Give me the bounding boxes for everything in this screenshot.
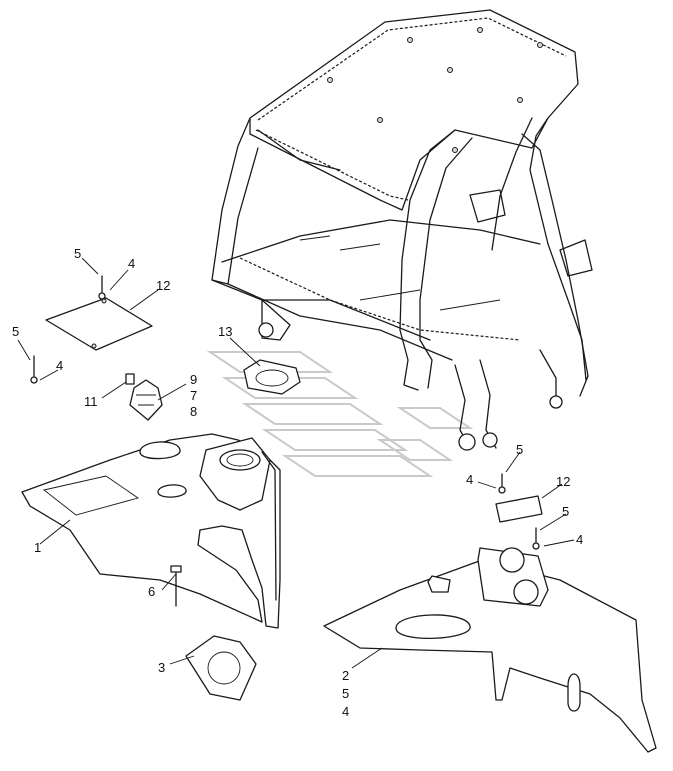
callout-5: 5 [74, 246, 81, 261]
callout-6: 6 [148, 584, 155, 599]
stud-part-6 [170, 565, 182, 607]
callout-11: 11 [84, 394, 98, 409]
gasket-part-3 [185, 635, 257, 701]
flange-part-13 [243, 359, 301, 395]
callout-13: 13 [218, 324, 232, 339]
callout-3: 3 [158, 660, 165, 675]
callout-1: 1 [34, 540, 41, 555]
leader-lines [17, 257, 575, 669]
callout-5: 5 [562, 504, 569, 519]
callout-labels: 5 4 12 5 4 13 11 9 7 8 1 6 3 5 4 12 5 4 … [12, 246, 583, 719]
callout-5: 5 [12, 324, 19, 339]
callout-4: 4 [342, 704, 349, 719]
callout-12: 12 [156, 278, 170, 293]
callout-8: 8 [190, 404, 197, 419]
callout-5: 5 [516, 442, 523, 457]
right-fender-part-2 [323, 547, 657, 753]
cover-plate-part-12-left [45, 297, 153, 351]
callout-4: 4 [128, 256, 135, 271]
callout-12: 12 [556, 474, 570, 489]
cap-part-9 [129, 379, 163, 421]
callout-4: 4 [576, 532, 583, 547]
callout-2: 2 [342, 668, 349, 683]
callout-9: 9 [190, 372, 197, 387]
callout-4: 4 [56, 358, 63, 373]
left-fender-part-1 [21, 433, 281, 629]
cover-plate-part-12-right [495, 495, 543, 523]
clip-part-11 [125, 373, 135, 385]
callout-7: 7 [190, 388, 197, 403]
bolt-part-5 [30, 275, 540, 550]
callout-5: 5 [342, 686, 349, 701]
cab-frame [211, 9, 593, 451]
callout-4: 4 [466, 472, 473, 487]
